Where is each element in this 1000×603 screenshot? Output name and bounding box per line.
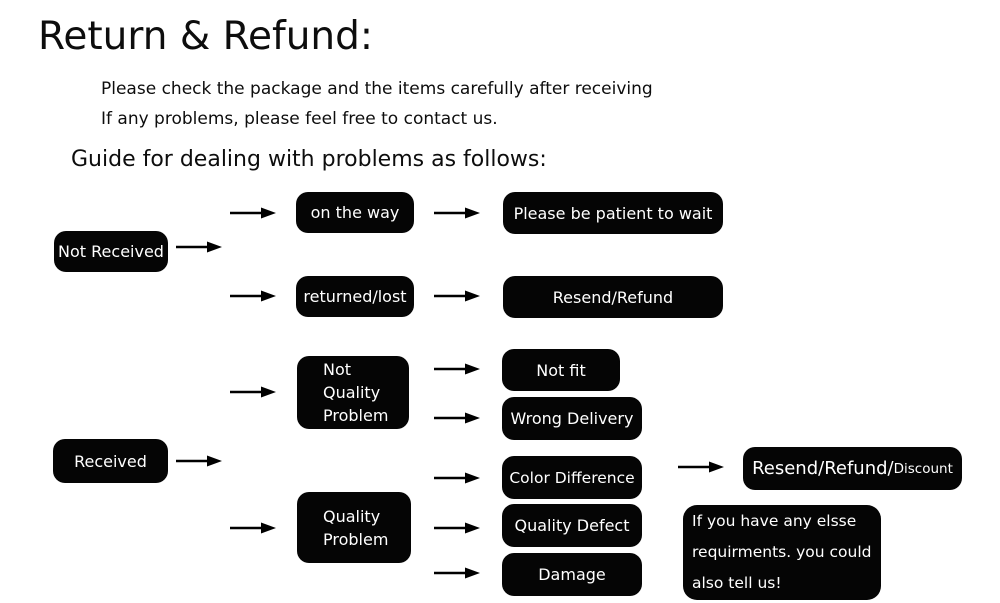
node-line: requirments. you could bbox=[692, 543, 872, 561]
flow-arrow-icon bbox=[230, 290, 276, 302]
node-line: Resend/Refund/ bbox=[752, 458, 894, 479]
node-please-be-patient: Please be patient to wait bbox=[503, 192, 723, 234]
node-quality-problem: Quality Problem bbox=[297, 492, 411, 563]
node-not-fit: Not fit bbox=[502, 349, 620, 391]
flow-arrow-icon bbox=[434, 412, 480, 424]
flow-arrow-icon bbox=[434, 363, 480, 375]
node-color-difference: Color Difference bbox=[502, 456, 642, 499]
node-not-quality-problem: Not Quality Problem bbox=[297, 356, 409, 429]
node-line: Not bbox=[323, 360, 352, 379]
node-quality-defect: Quality Defect bbox=[502, 504, 642, 547]
flow-arrow-icon bbox=[434, 522, 480, 534]
node-resend-refund-discount: Resend/Refund/Discount bbox=[743, 447, 962, 490]
flow-arrow-icon bbox=[434, 207, 480, 219]
flow-arrow-icon bbox=[434, 290, 480, 302]
flow-arrow-icon bbox=[678, 461, 724, 473]
node-line: Quality bbox=[323, 506, 381, 526]
node-on-the-way: on the way bbox=[296, 192, 414, 233]
node-line: Problem bbox=[323, 406, 389, 425]
flow-arrow-icon bbox=[230, 386, 276, 398]
node-not-received: Not Received bbox=[54, 231, 168, 272]
node-more-requirements: If you have any elsse requirments. you c… bbox=[683, 505, 881, 600]
node-received: Received bbox=[53, 439, 168, 483]
node-line: Problem bbox=[323, 529, 389, 549]
node-returned-lost: returned/lost bbox=[296, 276, 414, 317]
page-title: Return & Refund: bbox=[38, 14, 374, 59]
flow-arrow-icon bbox=[176, 455, 222, 467]
flow-arrow-icon bbox=[230, 207, 276, 219]
node-line: If you have any elsse bbox=[692, 512, 857, 530]
node-line: Quality bbox=[323, 383, 381, 402]
flow-arrow-icon bbox=[434, 567, 480, 579]
node-wrong-delivery: Wrong Delivery bbox=[502, 397, 642, 440]
flow-arrow-icon bbox=[230, 522, 276, 534]
note-line-2: If any problems, please feel free to con… bbox=[101, 109, 498, 129]
node-line: Discount bbox=[893, 460, 953, 477]
node-resend-refund: Resend/Refund bbox=[503, 276, 723, 318]
node-damage: Damage bbox=[502, 553, 642, 596]
note-line-1: Please check the package and the items c… bbox=[101, 79, 653, 99]
flow-arrow-icon bbox=[176, 241, 222, 253]
guide-heading: Guide for dealing with problems as follo… bbox=[71, 147, 547, 172]
flow-arrow-icon bbox=[434, 472, 480, 484]
node-line: also tell us! bbox=[692, 574, 782, 592]
